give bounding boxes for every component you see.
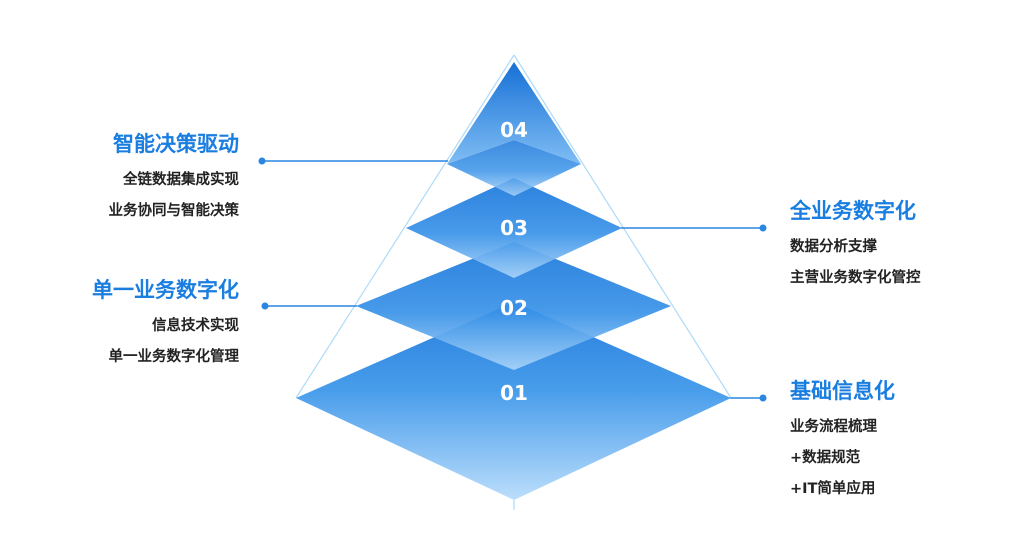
- level-03-number: 03: [500, 216, 528, 240]
- level-04-peak: [447, 62, 581, 164]
- level-01-line-2: +数据规范: [790, 450, 861, 466]
- level-01-line-3: +IT简单应用: [790, 481, 876, 497]
- pyramid-outline: [295, 54, 732, 510]
- level-03-line-1: 数据分析支撑: [790, 239, 877, 255]
- level-03-line-2: 主营业务数字化管控: [790, 270, 921, 286]
- level-04-line-1: 全链数据集成实现: [123, 172, 239, 188]
- level-01-description: 基础信息化 业务流程梳理 +数据规范 +IT简单应用: [790, 377, 895, 505]
- level-01-number: 01: [500, 381, 528, 405]
- level-02-description: 单一业务数字化 信息技术实现 单一业务数字化管理: [92, 276, 239, 373]
- level-04-description: 智能决策驱动 全链数据集成实现 业务协同与智能决策: [109, 130, 240, 227]
- level-02-diamond: [356, 242, 671, 370]
- level-04-number: 04: [500, 118, 528, 142]
- level-02-line-2: 单一业务数字化管理: [108, 349, 240, 365]
- level-03-diamond: [406, 178, 622, 278]
- level-02-line-1: 信息技术实现: [152, 318, 239, 334]
- level-04-title: 智能决策驱动: [113, 132, 239, 156]
- level-03-title: 全业务数字化: [790, 199, 916, 223]
- level-01-title: 基础信息化: [790, 379, 895, 403]
- level-03-description: 全业务数字化 数据分析支撑 主营业务数字化管控: [790, 197, 921, 294]
- level-02-title: 单一业务数字化: [92, 278, 239, 302]
- level-01-line-1: 业务流程梳理: [790, 419, 877, 435]
- level-04-base: [447, 140, 581, 196]
- connectors: [258, 157, 767, 402]
- level-01-diamond: [296, 302, 731, 500]
- level-02-number: 02: [500, 296, 528, 320]
- level-04-line-2: 业务协同与智能决策: [108, 203, 240, 219]
